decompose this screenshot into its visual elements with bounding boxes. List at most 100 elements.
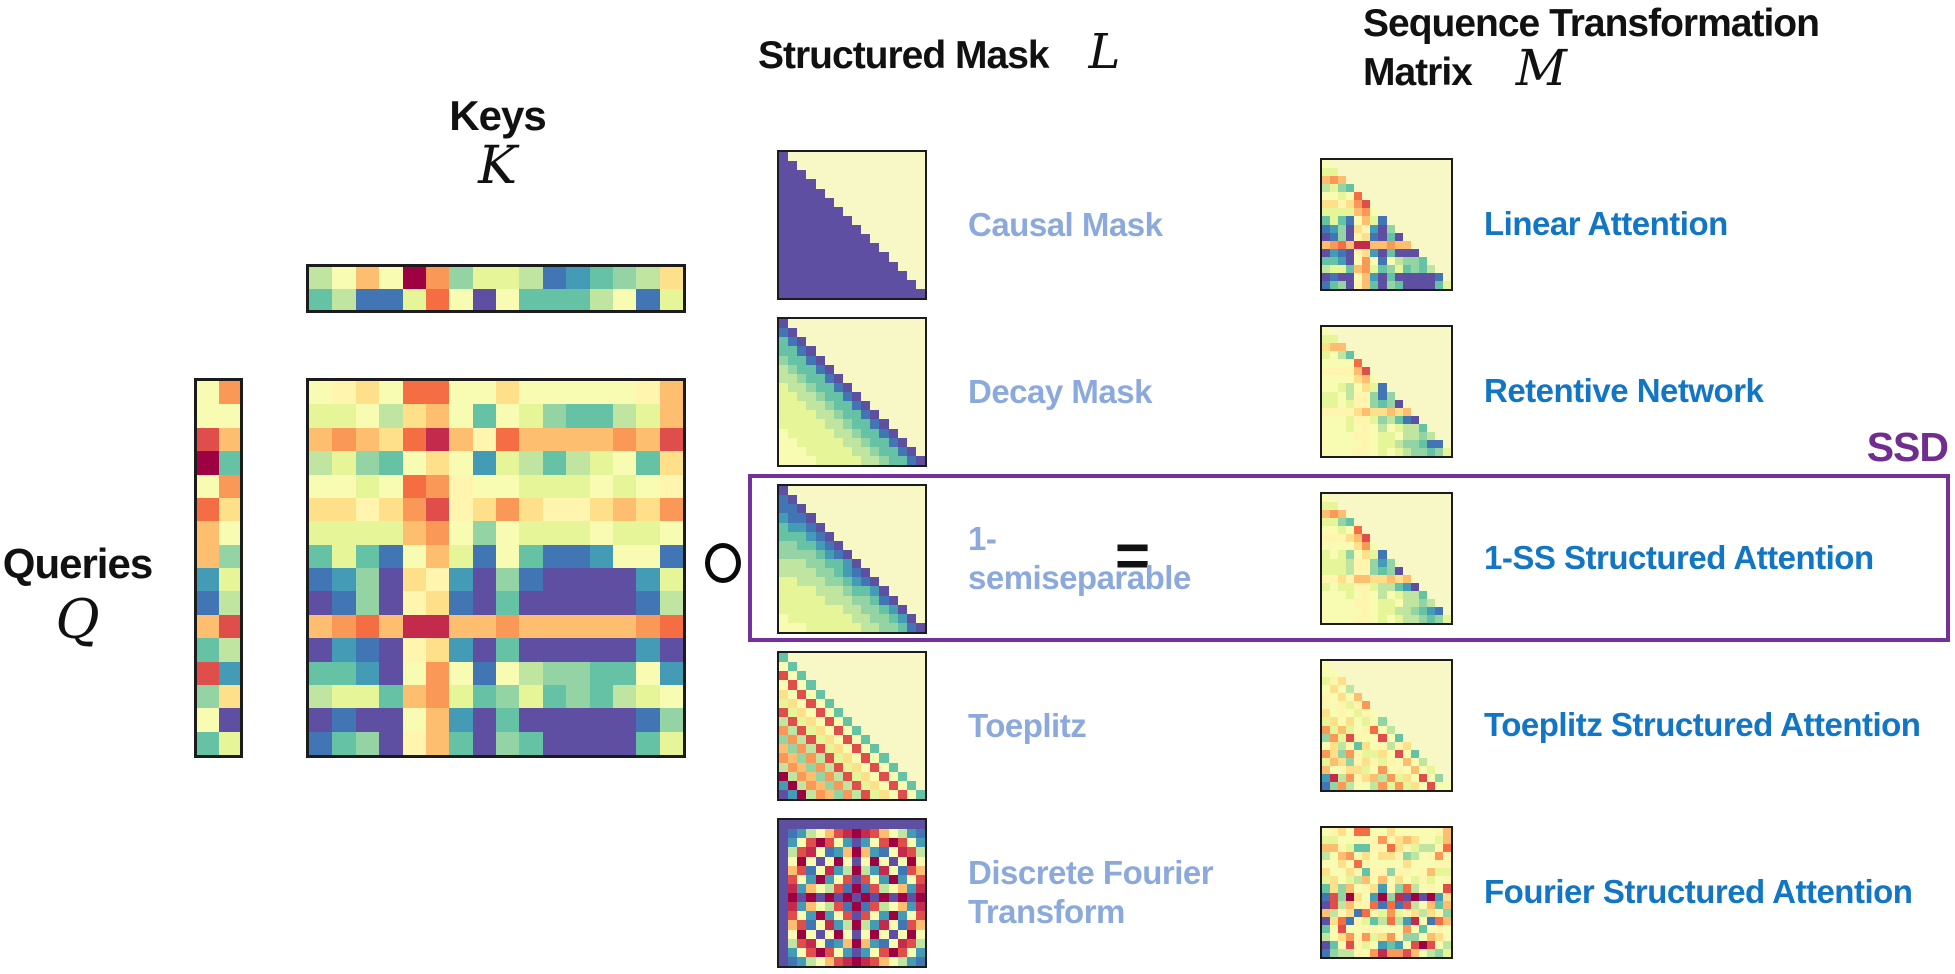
- matrix-cell: [636, 288, 660, 310]
- matrix-cell: [1378, 709, 1387, 718]
- matrix-cell: [449, 708, 473, 732]
- matrix-cell: [842, 671, 852, 681]
- matrix-cell: [861, 252, 871, 262]
- matrix-cell: [861, 319, 871, 329]
- matrix-cell: [906, 428, 916, 438]
- matrix-cell: [852, 531, 862, 541]
- matrix-cell: [636, 731, 660, 755]
- matrix-cell: [1418, 828, 1427, 837]
- matrix-cell: [1322, 900, 1331, 909]
- matrix-cell: [1378, 940, 1387, 949]
- matrix-cell: [1386, 367, 1395, 376]
- matrix-cell: [1322, 184, 1331, 193]
- matrix-cell: [879, 486, 889, 496]
- matrix-cell: [870, 947, 880, 957]
- matrix-cell: [870, 716, 880, 726]
- matrix-cell: [1378, 327, 1387, 336]
- matrix-cell: [779, 595, 789, 605]
- linear-attention-label: Linear Attention: [1484, 205, 1728, 243]
- matrix-cell: [906, 707, 916, 717]
- matrix-cell: [1426, 844, 1435, 853]
- matrix-cell: [1370, 367, 1379, 376]
- matrix-cell: [1418, 948, 1427, 957]
- matrix-cell: [852, 392, 862, 402]
- matrix-cell: [1418, 542, 1427, 551]
- matrix-cell: [779, 698, 789, 708]
- matrix-cell: [612, 267, 637, 289]
- matrix-cell: [779, 865, 789, 875]
- matrix-cell: [402, 427, 426, 452]
- matrix-cell: [852, 346, 862, 356]
- matrix-cell: [218, 568, 240, 592]
- matrix-cell: [1322, 948, 1331, 957]
- matrix-cell: [1442, 717, 1451, 726]
- matrix-cell: [1402, 574, 1411, 583]
- matrix-cell: [888, 604, 898, 614]
- matrix-cell: [1442, 757, 1451, 766]
- matrix-cell: [1402, 661, 1411, 670]
- matrix-cell: [815, 401, 825, 411]
- matrix-cell: [332, 544, 356, 568]
- matrix-cell: [566, 427, 590, 452]
- matrix-cell: [1410, 431, 1419, 440]
- matrix-cell: [1322, 375, 1331, 384]
- matrix-cell: [788, 883, 798, 893]
- matrix-cell: [897, 698, 907, 708]
- matrix-cell: [870, 622, 880, 632]
- matrix-cell: [915, 252, 925, 262]
- matrix-cell: [779, 328, 789, 338]
- matrix-cell: [915, 856, 925, 866]
- matrix-cell: [797, 279, 807, 289]
- matrix-cell: [1426, 749, 1435, 758]
- matrix-cell: [1402, 892, 1411, 901]
- matrix-cell: [842, 243, 852, 253]
- matrix-cell: [797, 622, 807, 632]
- matrix-cell: [824, 762, 834, 772]
- matrix-cell: [332, 404, 356, 428]
- matrix-cell: [852, 382, 862, 392]
- matrix-cell: [879, 847, 889, 857]
- matrix-cell: [1394, 709, 1403, 718]
- matrix-cell: [1362, 693, 1371, 702]
- matrix-cell: [1378, 184, 1387, 193]
- matrix-cell: [879, 437, 889, 447]
- matrix-cell: [1370, 908, 1379, 917]
- matrix-cell: [449, 404, 473, 428]
- matrix-cell: [1386, 741, 1395, 750]
- matrix-cell: [1426, 351, 1435, 360]
- matrix-cell: [806, 653, 816, 663]
- matrix-cell: [815, 428, 825, 438]
- matrix-cell: [1410, 940, 1419, 949]
- matrix-cell: [842, 337, 852, 347]
- matrix-cell: [1354, 534, 1363, 543]
- matrix-cell: [1322, 550, 1331, 559]
- matrix-cell: [1394, 765, 1403, 774]
- matrix-cell: [636, 451, 660, 475]
- matrix-cell: [659, 521, 683, 545]
- matrix-cell: [815, 789, 825, 799]
- matrix-cell: [888, 929, 898, 939]
- matrix-cell: [1442, 200, 1451, 209]
- matrix-cell: [870, 215, 880, 225]
- matrix-cell: [1362, 765, 1371, 774]
- matrix-cell: [1442, 423, 1451, 432]
- matrix-cell: [1434, 550, 1443, 559]
- matrix-cell: [815, 328, 825, 338]
- matrix-cell: [806, 847, 816, 857]
- matrix-cell: [1330, 264, 1339, 273]
- matrix-cell: [1378, 892, 1387, 901]
- matrix-cell: [1354, 940, 1363, 949]
- matrix-cell: [1394, 590, 1403, 599]
- matrix-cell: [1394, 932, 1403, 941]
- matrix-cell: [1322, 391, 1331, 400]
- matrix-cell: [797, 170, 807, 180]
- matrix-cell: [1418, 367, 1427, 376]
- matrix-cell: [870, 911, 880, 921]
- matrix-cell: [888, 689, 898, 699]
- matrix-cell: [870, 373, 880, 383]
- matrix-cell: [449, 267, 473, 289]
- matrix-cell: [1442, 598, 1451, 607]
- matrix-cell: [355, 684, 380, 709]
- matrix-cell: [824, 215, 834, 225]
